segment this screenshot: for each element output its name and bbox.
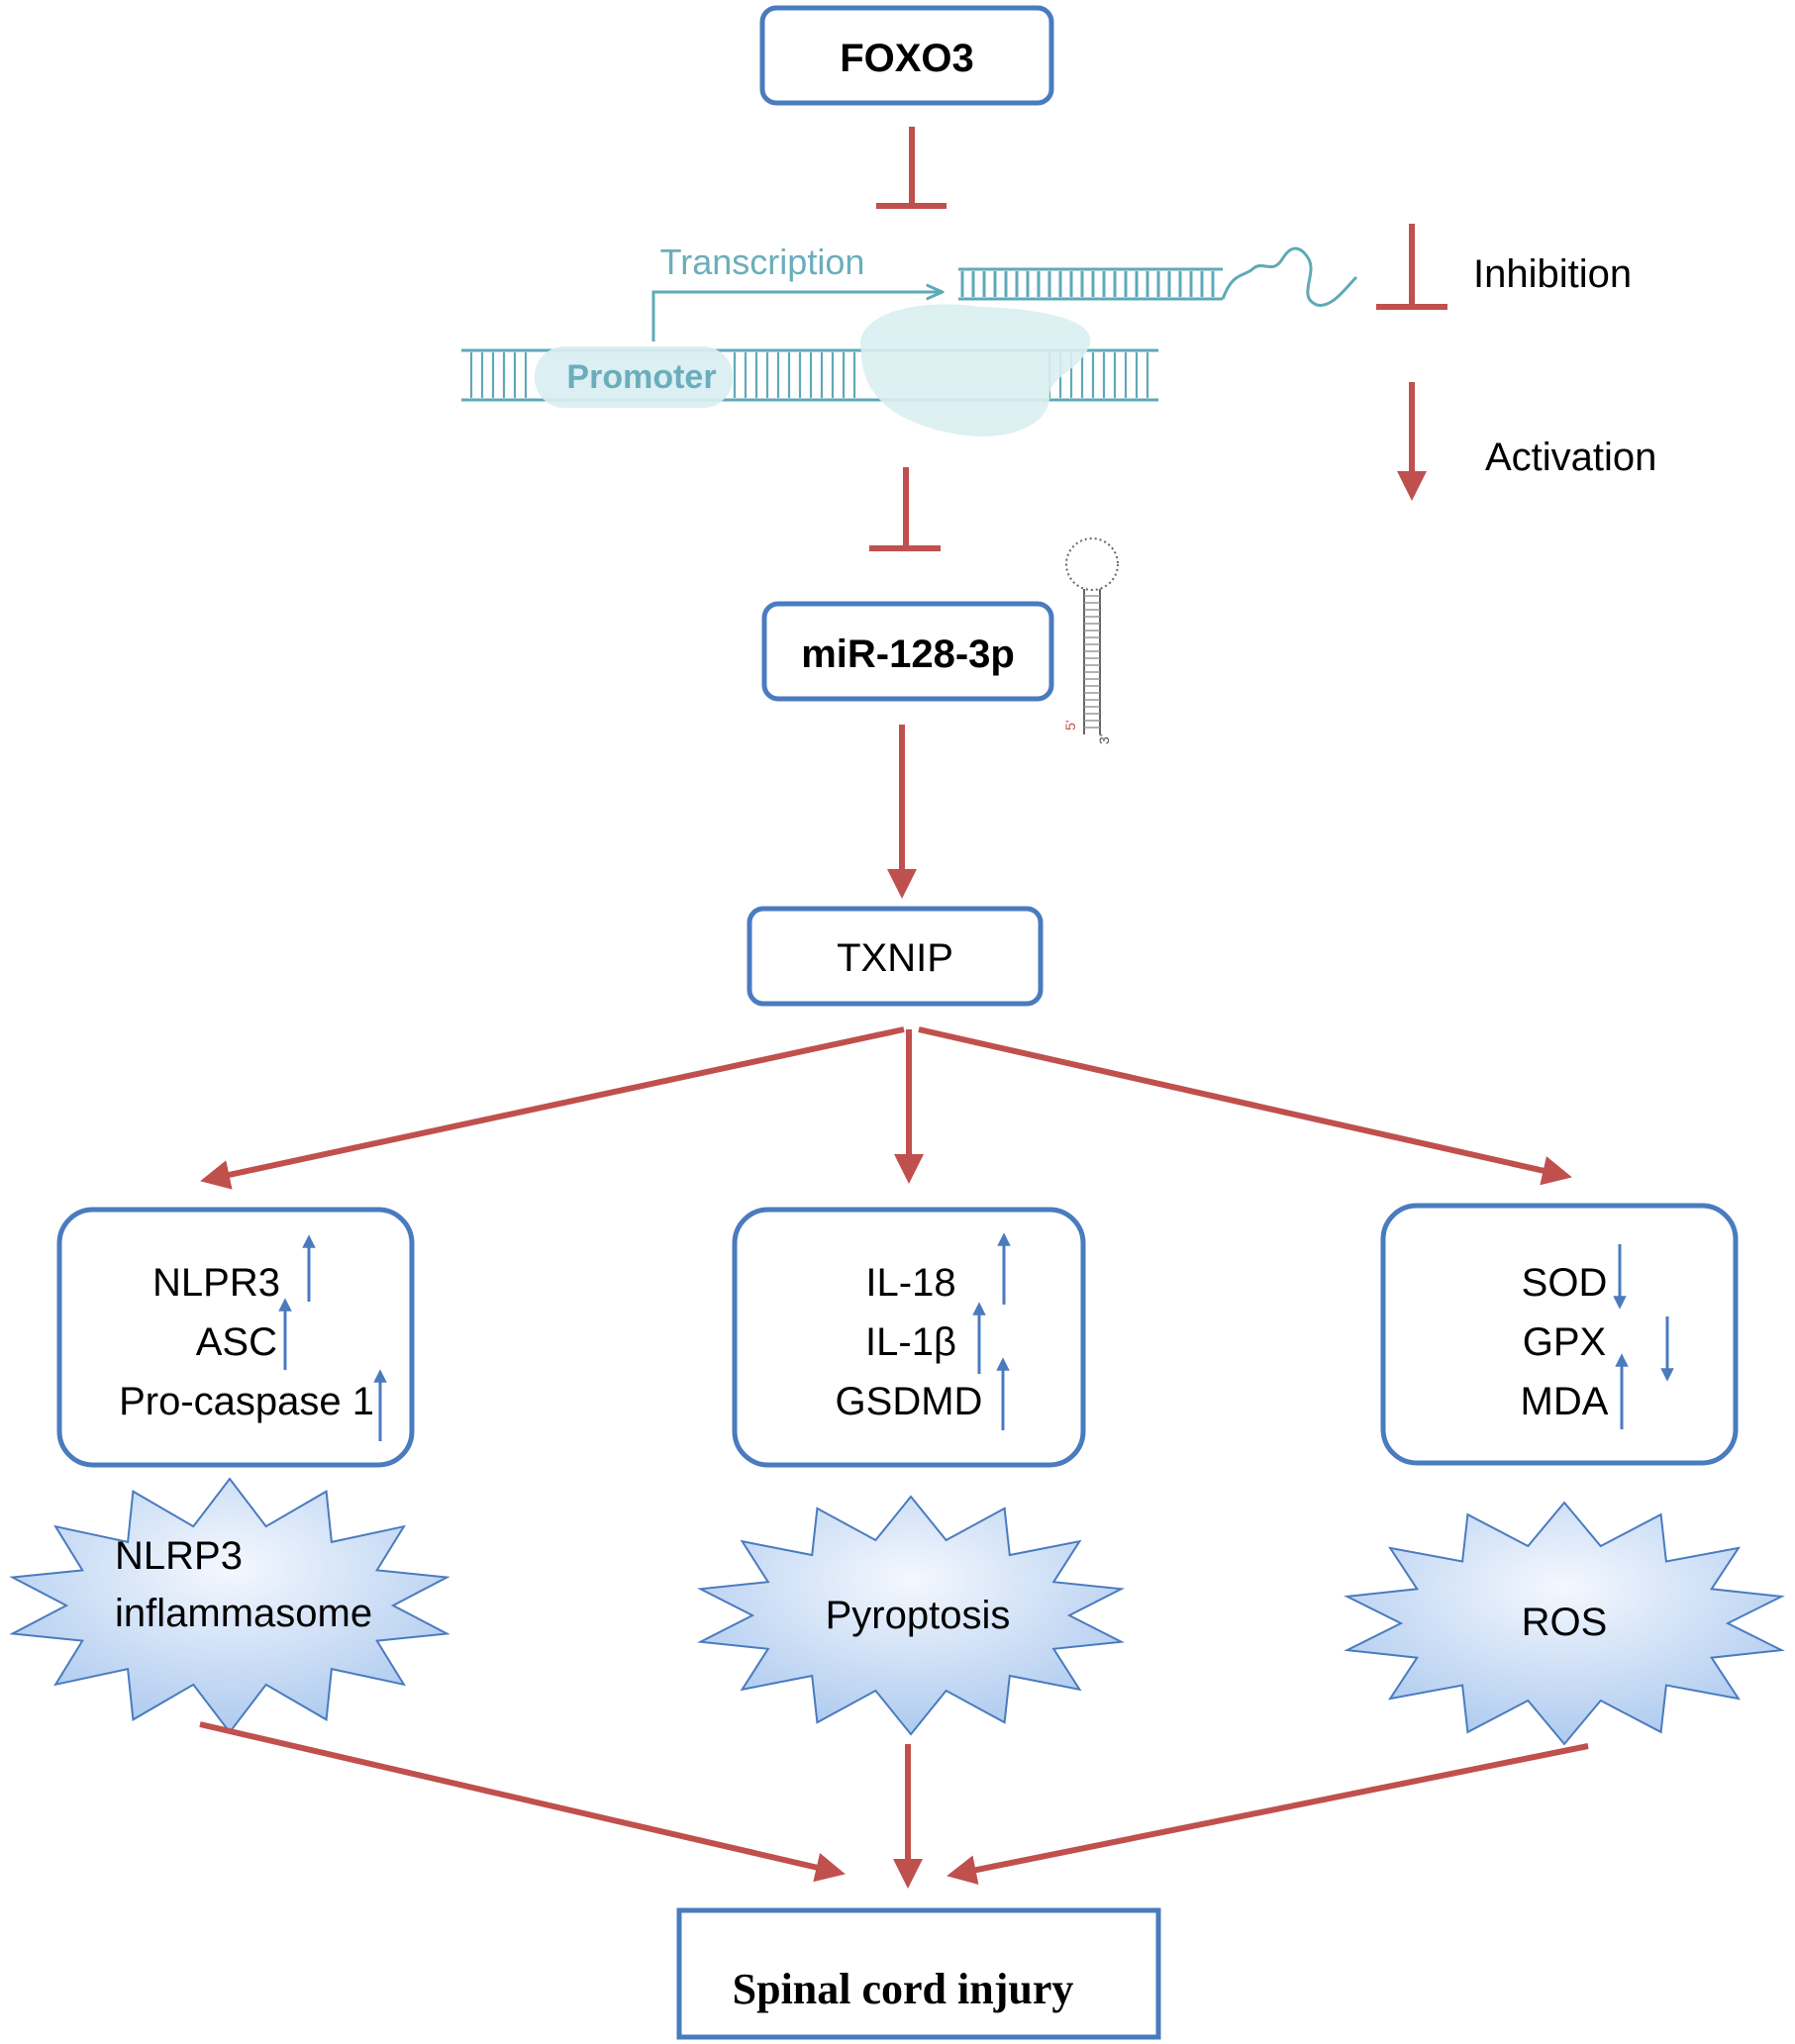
inhibition-arrow-foxo3 (876, 127, 947, 209)
marker-pro-caspase-1: Pro-caspase 1 (119, 1380, 374, 1423)
starburst-right-shape (1344, 1501, 1785, 1746)
sci-label: Spinal cord injury (733, 1965, 1074, 2013)
legend-inhibition-symbol (1376, 224, 1447, 310)
mir-label: miR-128-3p (801, 633, 1015, 676)
outcome-right: ROS (1522, 1601, 1608, 1644)
legend: Inhibition Activation (1376, 224, 1656, 501)
marker-gpx: GPX (1523, 1320, 1606, 1364)
marker-box-right: SOD GPX MDA (1380, 1203, 1739, 1466)
marker-mda: MDA (1521, 1380, 1609, 1423)
legend-activation-label: Activation (1485, 436, 1656, 479)
transcription-label: Transcription (660, 242, 865, 282)
marker-asc: ASC (196, 1320, 277, 1364)
marker-sod: SOD (1522, 1261, 1608, 1305)
arrow-right-to-sci (947, 1743, 1589, 1885)
marker-gsdmd: GSDMD (836, 1380, 983, 1423)
spinal-cord-injury-node: Spinal cord injury (676, 1907, 1161, 2040)
foxo3-node: FOXO3 (759, 5, 1054, 106)
marker-box-middle: IL-18 IL-1β GSDMD (732, 1207, 1086, 1468)
inhibition-arrow-transcription (869, 467, 941, 551)
starburst-middle-shape (697, 1495, 1125, 1736)
three-prime-label: 3' (1096, 734, 1112, 744)
txnip-label: TXNIP (837, 936, 953, 980)
branch-arrow-left (200, 1026, 905, 1190)
marker-il18: IL-18 (865, 1261, 955, 1305)
transcription-graphic: Promoter Transcription (461, 242, 1358, 437)
rna-polymerase-shape (859, 304, 1091, 437)
branch-arrow-right (918, 1026, 1572, 1186)
outcome-ros: ROS (1344, 1501, 1785, 1746)
outcome-arrows (199, 1721, 1589, 1889)
promoter-label: Promoter (566, 358, 716, 396)
dna-rungs (469, 352, 1149, 398)
outcome-pyroptosis: Pyroptosis (697, 1495, 1125, 1736)
promoter-region (535, 346, 733, 408)
marker-box-left: NLPR3 ASC Pro-caspase 1 (56, 1207, 415, 1468)
outcome-left-line2: inflammasome (115, 1592, 372, 1635)
mir-node: miR-128-3p (761, 601, 1054, 702)
legend-inhibition-label: Inhibition (1473, 252, 1632, 296)
outcome-nlrp3-inflammasome: NLRP3 inflammasome (9, 1477, 450, 1734)
marker-il1b: IL-1β (865, 1320, 956, 1364)
txnip-node: TXNIP (747, 906, 1044, 1007)
five-prime-label: 5' (1062, 721, 1078, 730)
txnip-branch-arrows (200, 1026, 1572, 1190)
foxo3-label: FOXO3 (840, 37, 974, 80)
rna-product (958, 246, 1358, 307)
marker-nlpr3: NLPR3 (152, 1261, 280, 1305)
mirna-hairpin-icon: 5' 3' (1062, 537, 1119, 744)
outcome-middle: Pyroptosis (826, 1594, 1011, 1637)
arrow-left-to-sci (199, 1721, 846, 1883)
transcription-arrow (651, 292, 941, 341)
outcome-left-line1: NLRP3 (115, 1534, 243, 1578)
